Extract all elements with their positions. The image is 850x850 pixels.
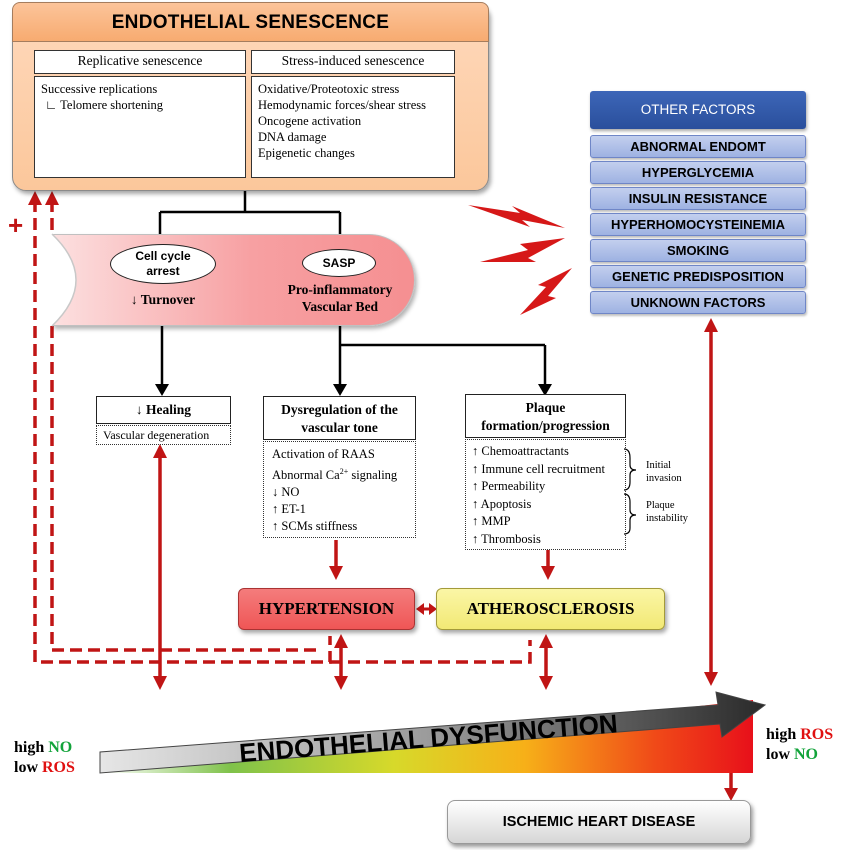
replicative-item: Successive replications	[41, 82, 158, 96]
plaque-item: ↑ Thrombosis	[472, 531, 541, 546]
right-high-value: ROS	[800, 726, 834, 743]
stress-item: Hemodynamic forces/shear stress	[258, 98, 426, 112]
plaque-item: ↑ Chemoattractants	[472, 444, 569, 458]
dysregulation-item: Activation of RAAS	[272, 447, 375, 461]
atherosclerosis-box: ATHEROSCLEROSIS	[436, 588, 665, 630]
factor-item: UNKNOWN FACTORS	[590, 291, 806, 314]
dysfunction-arrow	[99, 691, 767, 774]
factor-item: GENETIC PREDISPOSITION	[590, 265, 806, 288]
plaque-item: ↑ Immune cell recruitment	[472, 461, 605, 476]
right-high: high	[766, 726, 801, 743]
oval-line: Cell cycle	[135, 249, 191, 263]
replicative-item: ∟ Telomere shortening	[45, 98, 164, 112]
stress-body: Oxidative/Proteotoxic stress Hemodynamic…	[251, 76, 455, 178]
healing-title: ↓ Healing	[96, 396, 231, 424]
bracket-label-instability: Plaque instability	[646, 499, 688, 525]
dysregulation-title: Dysregulation of the vascular tone	[263, 396, 416, 440]
dysregulation-item-ca: Abnormal Ca2+ signaling	[272, 463, 407, 484]
left-low-value: ROS	[42, 759, 75, 776]
plaque-title: Plaque formation/progression	[465, 394, 626, 438]
senescence-connectors	[158, 191, 342, 240]
dysregulation-item: ↑ SCMs stiffness	[272, 519, 358, 534]
left-low: low	[14, 759, 42, 776]
healing-detail: Vascular degeneration	[96, 425, 231, 445]
right-low-value: NO	[794, 746, 818, 763]
label-line: Vascular Bed	[301, 299, 379, 314]
stress-item: Epigenetic changes	[258, 146, 355, 160]
plus-sign: +	[8, 210, 24, 240]
ischemic-heart-disease-box: ISCHEMIC HEART DISEASE	[447, 800, 751, 844]
oval-line: arrest	[146, 264, 180, 278]
plaque-list: ↑ Chemoattractants ↑ Immune cell recruit…	[465, 439, 626, 550]
bracket-line: Initial	[646, 460, 672, 471]
plaque-item: ↑ Permeability	[472, 479, 546, 493]
hypertension-box: HYPERTENSION	[238, 588, 415, 630]
left-label: high NO low ROS	[14, 738, 75, 778]
factor-item: INSULIN RESISTANCE	[590, 187, 806, 210]
left-high: high	[14, 739, 49, 756]
factor-item: SMOKING	[590, 239, 806, 262]
replicative-heading: Replicative senescence	[34, 50, 246, 74]
bracket-line: Plaque	[646, 500, 675, 511]
sasp-oval: SASP	[302, 249, 376, 277]
title-line: vascular tone	[301, 420, 378, 435]
factor-item: ABNORMAL ENDOMT	[590, 135, 806, 158]
cell-cycle-arrest-oval: Cell cycle arrest	[110, 244, 216, 284]
feedback-dashed-loop	[33, 200, 532, 664]
factor-item: HYPERHOMOCYSTEINEMIA	[590, 213, 806, 236]
replicative-body: Successive replications ∟ Telomere short…	[34, 76, 246, 178]
ca-suffix: signaling	[348, 468, 398, 483]
factor-item: HYPERGLYCEMIA	[590, 161, 806, 184]
turnover-label: ↓ Turnover	[130, 292, 196, 307]
right-label: high ROS low NO	[766, 725, 833, 765]
stress-item: Oncogene activation	[258, 114, 362, 128]
other-factors-title: OTHER FACTORS	[590, 91, 806, 129]
lightning-bolts	[468, 205, 572, 315]
dysregulation-item: ↓ NO	[272, 485, 300, 500]
stress-item: Oxidative/Proteotoxic stress	[258, 82, 400, 96]
dysregulation-list: Activation of RAAS Abnormal Ca2+ signali…	[263, 441, 416, 538]
title-line: Plaque	[525, 400, 566, 415]
plaque-item: ↑ Apoptosis	[472, 496, 532, 511]
dysregulation-item: ↑ ET-1	[272, 502, 306, 517]
bracket-label-initial: Initial invasion	[646, 459, 682, 485]
bar-connectors	[160, 326, 547, 386]
bracket-line: instability	[646, 513, 688, 524]
plaque-item: ↑ MMP	[472, 514, 511, 528]
proinflammatory-label: Pro-inflammatory Vascular Bed	[270, 281, 410, 315]
left-high-value: NO	[48, 739, 73, 756]
ca-sup: 2+	[339, 467, 349, 476]
title-line: formation/progression	[481, 418, 610, 433]
stress-heading: Stress-induced senescence	[251, 50, 455, 74]
senescence-title: ENDOTHELIAL SENESCENCE	[12, 2, 489, 42]
right-low: low	[766, 746, 794, 763]
title-line: Dysregulation of the	[281, 402, 398, 417]
label-line: Pro-inflammatory	[287, 282, 393, 297]
stress-item: DNA damage	[258, 130, 327, 144]
ca-prefix: Abnormal Ca	[272, 468, 340, 483]
bracket-line: invasion	[646, 473, 682, 484]
